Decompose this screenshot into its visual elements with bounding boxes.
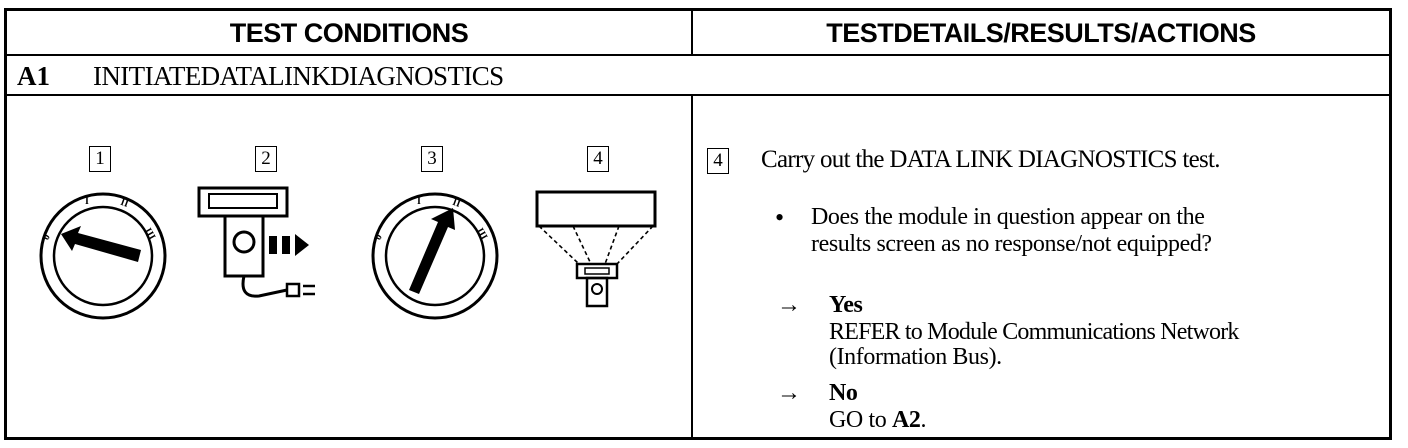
svg-text:III: III	[474, 226, 489, 242]
bullet: •	[775, 203, 784, 232]
no-action-suffix: .	[920, 407, 927, 433]
figure-2-number: 2	[255, 146, 277, 172]
yes-action-line-1: REFER to Module Communications Network	[829, 319, 1239, 345]
no-action: GO to A2.	[829, 407, 926, 434]
yes-action-line-2: (Information Bus).	[829, 344, 1002, 370]
ignition-switch-on-icon: 0 I II III	[371, 192, 499, 320]
details-step-number: 4	[707, 148, 729, 174]
svg-text:II: II	[451, 197, 462, 210]
diagnostic-tool-connect-icon	[197, 186, 315, 298]
yes-arrow: →	[777, 292, 801, 318]
go-to-step-link[interactable]: A2	[891, 407, 921, 433]
svg-text:0: 0	[373, 232, 385, 242]
ignition-switch-off-icon: 0 I II III	[39, 192, 167, 320]
question-line-1: Does the module in question appear on th…	[811, 204, 1205, 230]
yes-label: Yes	[829, 292, 863, 318]
figure-3-number: 3	[421, 146, 443, 172]
no-arrow: →	[777, 380, 801, 406]
figure-1-number: 1	[89, 146, 111, 172]
question-line-2: results screen as no response/not equipp…	[811, 231, 1212, 257]
instruction-text: Carry out the DATA LINK DIAGNOSTICS test…	[761, 146, 1221, 173]
diagnostic-table: TEST CONDITIONS TESTDETAILS/RESULTS/ACTI…	[4, 8, 1392, 440]
no-label: No	[829, 380, 858, 406]
header-test-details: TESTDETAILS/RESULTS/ACTIONS	[693, 11, 1389, 56]
svg-text:II: II	[119, 197, 130, 210]
step-title: INITIATEDATALINKDIAGNOSTICS	[93, 61, 504, 91]
header-test-conditions: TEST CONDITIONS	[7, 11, 693, 56]
test-details-cell: 4 Carry out the DATA LINK DIAGNOSTICS te…	[693, 96, 1389, 437]
svg-text:I: I	[85, 196, 89, 207]
diagnostic-tool-screen-icon	[535, 190, 657, 308]
test-conditions-cell: 1 0 I II III 2	[7, 96, 693, 437]
svg-text:0: 0	[41, 232, 53, 242]
svg-text:III: III	[142, 226, 157, 242]
step-id: A1	[17, 61, 50, 91]
svg-text:I: I	[417, 196, 421, 207]
step-title-row: A1 INITIATEDATALINKDIAGNOSTICS	[7, 56, 1389, 96]
no-action-prefix: GO to	[829, 407, 892, 433]
figure-4-number: 4	[587, 146, 609, 172]
